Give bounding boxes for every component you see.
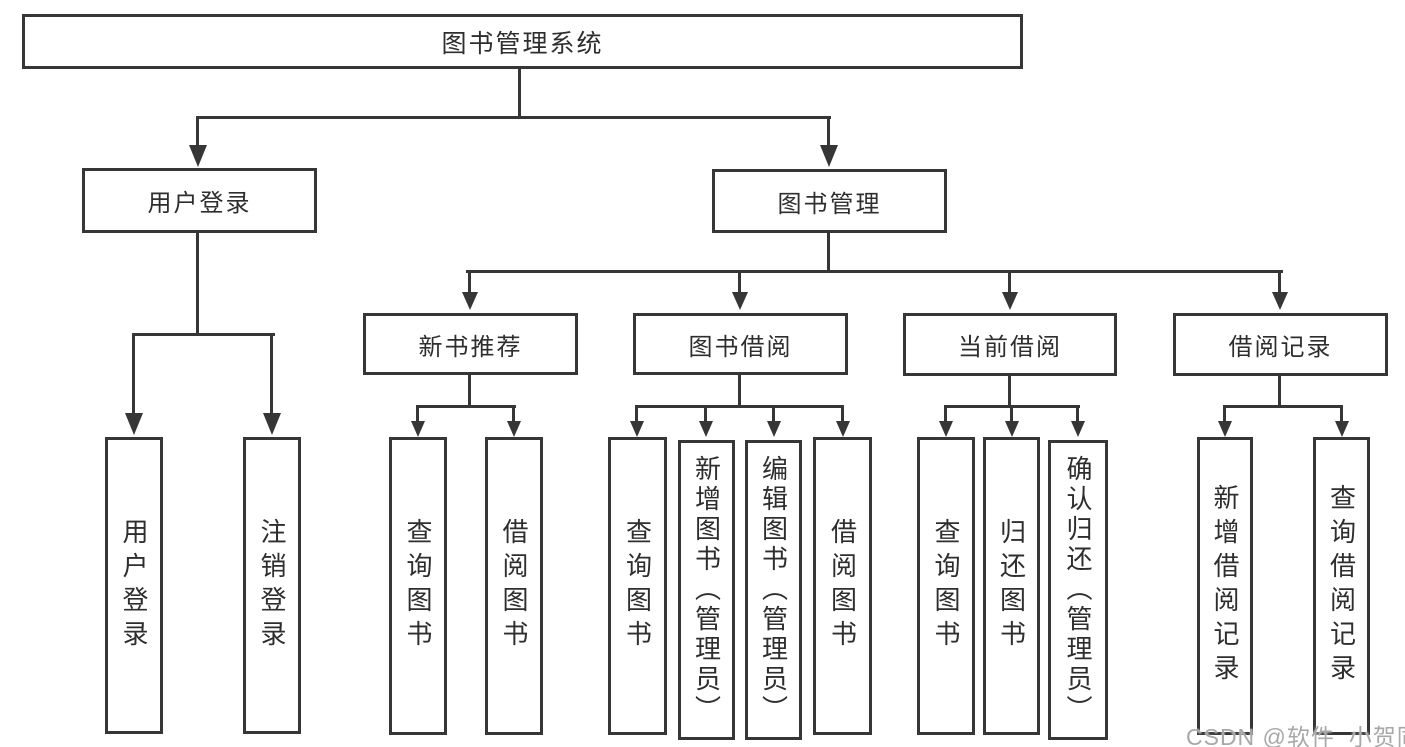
connector-line xyxy=(944,405,947,422)
node-new-book-recommendation: 新书推荐 xyxy=(363,313,578,375)
arrow-down-icon xyxy=(820,145,838,167)
node-library-management-system: 图书管理系统 xyxy=(22,14,1023,69)
leaf-query-books-current: 查询图书 xyxy=(917,437,975,735)
arrow-down-icon xyxy=(1005,421,1019,437)
node-label: 用户登录 xyxy=(147,190,252,217)
connector-line xyxy=(1010,405,1013,422)
node-label: 借阅记录 xyxy=(1228,334,1333,361)
connector-line xyxy=(1340,405,1343,422)
leaf-borrow-books-borrow: 借阅图书 xyxy=(813,437,872,735)
node-label: 图书管理系统 xyxy=(441,29,604,58)
node-label: 借阅图书 xyxy=(499,518,529,654)
connector-line xyxy=(1076,405,1079,422)
connector-line xyxy=(132,333,275,336)
arrow-down-icon xyxy=(732,292,748,310)
arrow-down-icon xyxy=(767,421,781,437)
connector-line xyxy=(196,116,199,148)
csdn-watermark: CSDN @软件_小贺同学 xyxy=(1186,724,1405,747)
connector-line xyxy=(827,233,830,273)
arrow-down-icon xyxy=(699,421,713,437)
connector-line xyxy=(416,405,516,408)
connector-line xyxy=(512,405,515,422)
arrow-down-icon xyxy=(836,421,850,437)
arrow-down-icon xyxy=(1218,421,1232,437)
leaf-logout: 注销登录 xyxy=(243,437,301,734)
connector-line xyxy=(466,270,1283,273)
leaf-edit-book-admin: 编辑图书（管理员） xyxy=(745,440,802,740)
connector-line xyxy=(738,375,741,408)
node-book-management: 图书管理 xyxy=(712,169,947,233)
connector-line xyxy=(1008,376,1011,408)
node-label: 确认归还（管理员） xyxy=(1063,455,1093,725)
arrow-down-icon xyxy=(939,421,953,437)
node-label: 注销登录 xyxy=(257,517,287,654)
arrow-down-icon xyxy=(630,421,644,437)
leaf-return-books: 归还图书 xyxy=(983,437,1040,735)
node-current-borrowing: 当前借阅 xyxy=(903,313,1117,376)
node-label: 查询图书 xyxy=(403,518,433,654)
node-label: 图书借阅 xyxy=(688,333,793,361)
node-label: 用户登录 xyxy=(119,517,149,654)
leaf-query-borrow-record: 查询借阅记录 xyxy=(1313,437,1370,735)
leaf-query-books-borrow: 查询图书 xyxy=(608,437,667,735)
connector-line xyxy=(1278,376,1281,408)
node-label: 查询图书 xyxy=(931,518,961,654)
node-label: 新增图书（管理员） xyxy=(691,455,722,725)
node-label: 编辑图书（管理员） xyxy=(758,455,789,725)
connector-line xyxy=(738,270,741,294)
connector-line xyxy=(468,375,471,408)
arrow-down-icon xyxy=(263,413,281,435)
node-label: 借阅图书 xyxy=(827,518,858,654)
node-label: 当前借阅 xyxy=(958,334,1062,361)
connector-line xyxy=(132,333,135,415)
node-label: 新书推荐 xyxy=(418,333,523,361)
arrow-down-icon xyxy=(125,413,143,435)
leaf-user-login: 用户登录 xyxy=(105,437,163,734)
arrow-down-icon xyxy=(1335,421,1349,437)
node-label: 图书管理 xyxy=(777,190,882,218)
connector-line xyxy=(841,405,844,422)
connector-line xyxy=(772,405,775,422)
node-user-login: 用户登录 xyxy=(82,168,317,233)
node-book-borrowing: 图书借阅 xyxy=(633,313,848,375)
arrow-down-icon xyxy=(1071,421,1085,437)
connector-line xyxy=(518,69,521,117)
connector-line xyxy=(196,233,199,336)
node-label: 新增借阅记录 xyxy=(1210,484,1240,688)
leaf-borrow-books-rec: 借阅图书 xyxy=(485,437,543,735)
arrow-down-icon xyxy=(1272,292,1288,310)
arrow-down-icon xyxy=(462,292,478,310)
connector-line xyxy=(1278,270,1281,294)
arrow-down-icon xyxy=(411,421,425,437)
connector-line xyxy=(635,405,638,422)
node-label: 查询图书 xyxy=(622,518,653,654)
arrow-down-icon xyxy=(189,145,207,167)
connector-line xyxy=(704,405,707,422)
leaf-add-borrow-record: 新增借阅记录 xyxy=(1197,437,1253,735)
connector-line xyxy=(468,270,471,294)
node-label: 查询借阅记录 xyxy=(1326,484,1357,688)
node-borrowing-records: 借阅记录 xyxy=(1173,313,1388,376)
arrow-down-icon xyxy=(507,421,521,437)
leaf-query-books-rec: 查询图书 xyxy=(389,437,447,735)
connector-line xyxy=(196,116,831,119)
connector-line xyxy=(635,405,844,408)
connector-line xyxy=(270,333,273,415)
leaf-confirm-return-admin: 确认归还（管理员） xyxy=(1048,440,1108,740)
connector-line xyxy=(1223,405,1226,422)
connector-line xyxy=(1008,270,1011,294)
connector-line xyxy=(827,116,830,148)
connector-line xyxy=(1223,405,1343,408)
arrow-down-icon xyxy=(1002,292,1018,310)
connector-line xyxy=(416,405,419,422)
node-label: 归还图书 xyxy=(996,518,1027,654)
leaf-add-book-admin: 新增图书（管理员） xyxy=(678,440,735,740)
